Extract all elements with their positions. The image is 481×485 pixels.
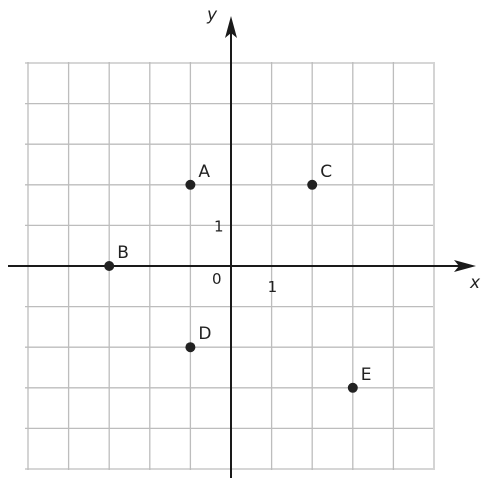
point-marker-b	[104, 261, 115, 271]
point-label-c: C	[320, 162, 332, 182]
axes: x y 0 1 1	[8, 5, 481, 478]
x-axis-label: x	[469, 273, 481, 293]
point-marker-c	[307, 179, 318, 190]
point-b: B	[104, 243, 129, 271]
point-a: A	[185, 162, 210, 190]
point-label-a: A	[198, 162, 210, 182]
point-d: D	[185, 324, 211, 353]
y-axis-label: y	[206, 5, 218, 25]
point-c: C	[307, 162, 332, 190]
points: A B C D E	[104, 162, 372, 393]
point-label-e: E	[361, 365, 372, 385]
y-axis-arrow-icon	[225, 16, 237, 38]
x-tick-label: 1	[268, 278, 278, 296]
x-axis-arrow-icon	[454, 260, 476, 272]
y-tick-label: 1	[214, 217, 224, 235]
point-marker-a	[185, 179, 196, 190]
point-label-b: B	[117, 243, 129, 263]
origin-label: 0	[212, 270, 222, 288]
point-label-d: D	[198, 324, 211, 344]
point-marker-d	[185, 342, 196, 353]
point-e: E	[347, 365, 372, 393]
point-marker-e	[347, 382, 358, 393]
